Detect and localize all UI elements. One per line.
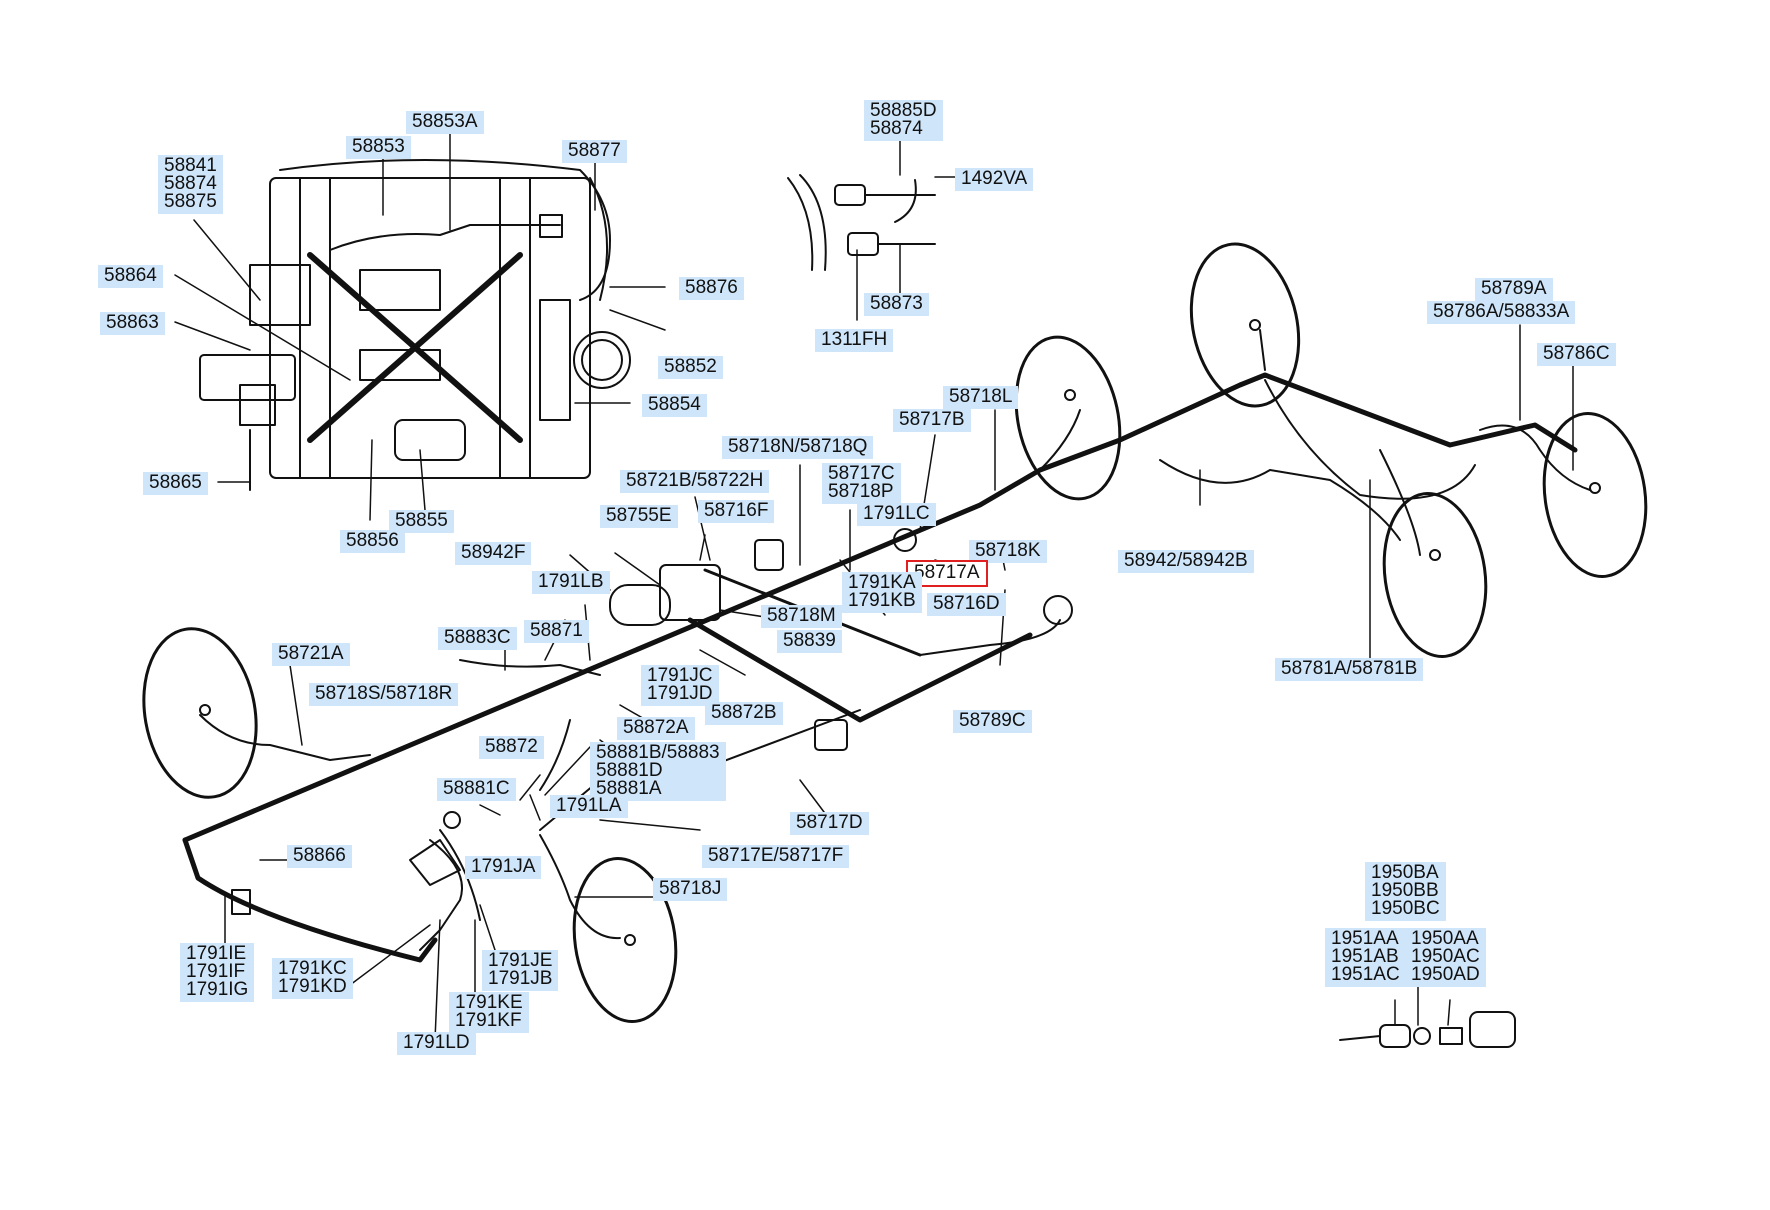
label-58717A[interactable]: 58717A	[906, 560, 988, 587]
label-1791LB[interactable]: 1791LB	[532, 571, 610, 594]
label-58717D[interactable]: 58717D	[790, 812, 869, 835]
label-1791LC[interactable]: 1791LC	[857, 503, 936, 526]
label-58755E[interactable]: 58755E	[600, 505, 678, 528]
label-58841[interactable]: 58841 58874 58875	[158, 155, 223, 214]
label-58872[interactable]: 58872	[479, 736, 544, 759]
label-58716D[interactable]: 58716D	[927, 593, 1006, 616]
label-1791KC[interactable]: 1791KC 1791KD	[272, 958, 353, 999]
label-58876[interactable]: 58876	[679, 277, 744, 300]
label-58718M[interactable]: 58718M	[761, 605, 842, 628]
label-58721A[interactable]: 58721A	[272, 643, 350, 666]
label-58718S[interactable]: 58718S/58718R	[309, 683, 459, 706]
label-58786A[interactable]: 58786A/58833A	[1427, 301, 1576, 324]
label-1950BA[interactable]: 1950BA 1950BB 1950BC	[1365, 862, 1446, 921]
label-58718L[interactable]: 58718L	[943, 386, 1019, 409]
label-58789A[interactable]: 58789A	[1475, 278, 1553, 301]
label-58872B[interactable]: 58872B	[705, 702, 783, 725]
label-58871[interactable]: 58871	[524, 620, 589, 643]
label-58864[interactable]: 58864	[98, 265, 163, 288]
wheel-front-left	[142, 627, 258, 799]
label-1311FH[interactable]: 1311FH	[815, 329, 894, 352]
label-58883C[interactable]: 58883C	[438, 627, 517, 650]
label-58717E[interactable]: 58717E/58717F	[702, 845, 850, 868]
label-58853A[interactable]: 58853A	[406, 111, 484, 134]
master-cylinder-assembly	[199, 159, 631, 491]
wheel-rear-left	[572, 857, 678, 1023]
label-58863[interactable]: 58863	[100, 312, 165, 335]
label-58885D[interactable]: 58885D 58874	[864, 100, 943, 141]
label-58853[interactable]: 58853	[346, 136, 411, 159]
label-58881B[interactable]: 58881B/58883 58881D 58881A	[590, 742, 726, 801]
label-58716F[interactable]: 58716F	[698, 500, 775, 523]
wheel-front-right-outer	[1189, 242, 1301, 408]
label-58718N[interactable]: 58718N/58718Q	[722, 436, 874, 459]
label-58718J[interactable]: 58718J	[653, 878, 728, 901]
label-58786C[interactable]: 58786C	[1537, 343, 1616, 366]
label-58789C[interactable]: 58789C	[953, 710, 1032, 733]
label-1791JC[interactable]: 1791JC 1791JD	[641, 665, 719, 706]
label-1791JE[interactable]: 1791JE 1791JB	[482, 950, 559, 991]
label-1791LA[interactable]: 1791LA	[550, 795, 628, 818]
leader-lines	[174, 124, 1574, 1041]
label-1791KA[interactable]: 1791KA 1791KB	[842, 572, 922, 613]
label-58873[interactable]: 58873	[864, 293, 929, 316]
label-58721B[interactable]: 58721B/58722H	[620, 470, 770, 493]
label-58942[interactable]: 58942/58942B	[1118, 550, 1254, 573]
label-1492VA[interactable]: 1492VA	[955, 168, 1034, 191]
brake-switch-detail	[787, 174, 936, 271]
label-58877[interactable]: 58877	[562, 140, 627, 163]
label-1951AA[interactable]: 1951AA 1951AB 1951AC	[1325, 928, 1406, 987]
brake-components	[199, 319, 1601, 946]
label-58942F[interactable]: 58942F	[455, 542, 532, 565]
label-1791IE[interactable]: 1791IE 1791IF 1791IG	[180, 943, 255, 1002]
brake-lines	[182, 329, 1591, 963]
label-58852[interactable]: 58852	[658, 356, 723, 379]
label-58839[interactable]: 58839	[777, 630, 842, 653]
label-1791KE[interactable]: 1791KE 1791KF	[449, 992, 529, 1033]
label-1950AA[interactable]: 1950AA 1950AC 1950AD	[1405, 928, 1486, 987]
label-58865[interactable]: 58865	[143, 472, 208, 495]
wheel-rear-right	[1542, 412, 1648, 578]
fitting-detail	[1339, 1011, 1516, 1048]
label-58718K[interactable]: 58718K	[969, 540, 1047, 563]
label-58872A[interactable]: 58872A	[617, 717, 695, 740]
wheel-front-right	[1014, 335, 1122, 501]
label-58881C[interactable]: 58881C	[437, 778, 516, 801]
label-58856[interactable]: 58856	[340, 530, 405, 553]
label-1791JA[interactable]: 1791JA	[465, 856, 542, 879]
label-58866[interactable]: 58866	[287, 845, 352, 868]
label-58717B[interactable]: 58717B	[893, 409, 971, 432]
label-58855[interactable]: 58855	[389, 510, 454, 533]
label-58854[interactable]: 58854	[642, 394, 707, 417]
label-58717C[interactable]: 58717C 58718P	[822, 463, 901, 504]
label-58781A[interactable]: 58781A/58781B	[1275, 658, 1424, 681]
label-1791LD[interactable]: 1791LD	[397, 1032, 476, 1055]
wheel-rear-right-inner	[1382, 492, 1488, 658]
